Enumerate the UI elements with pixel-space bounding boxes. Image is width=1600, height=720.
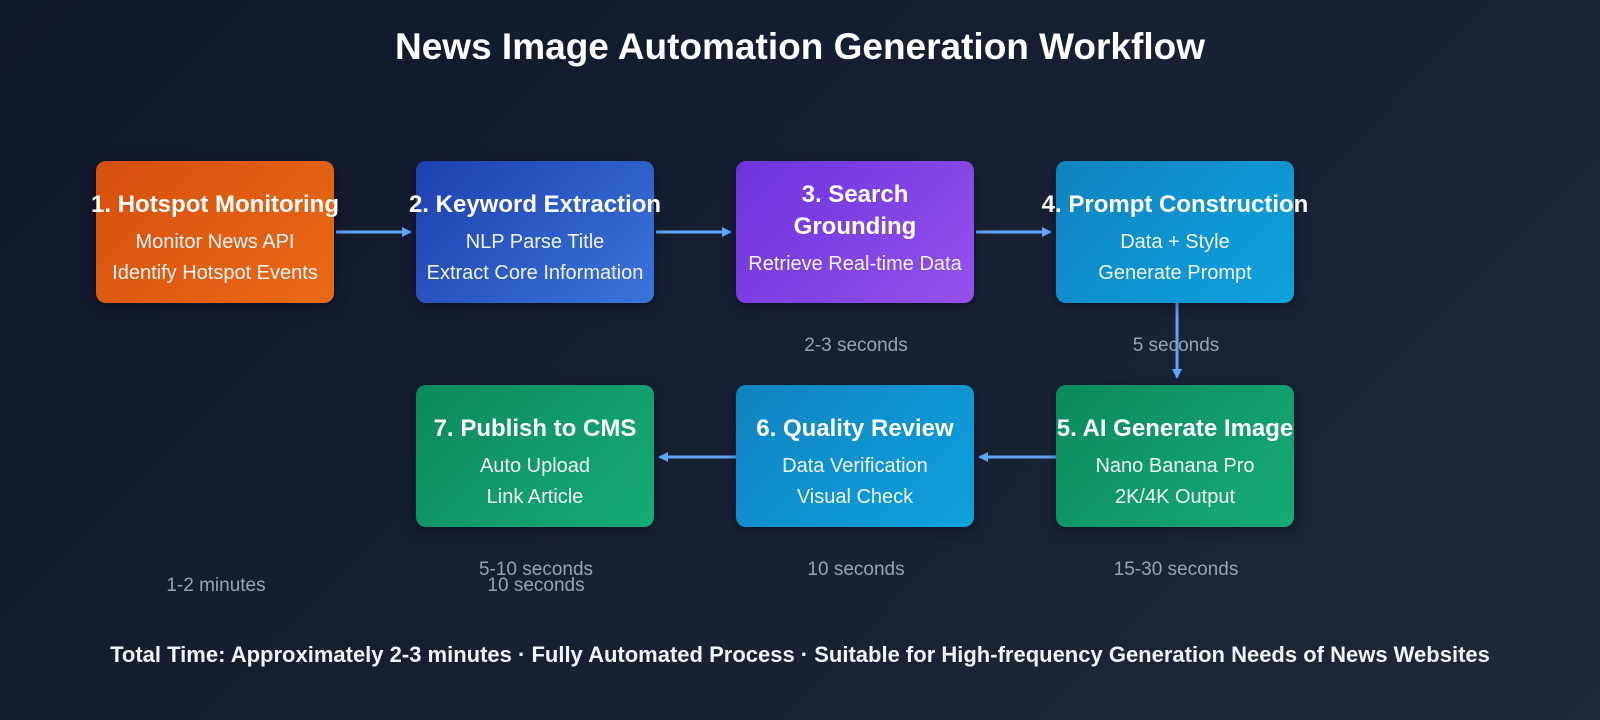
step-hotspot-monitoring: 1. Hotspot Monitoring Monitor News API I…	[91, 161, 339, 303]
timing-label: 5 seconds	[1132, 335, 1220, 356]
footer-summary: Total Time: Approximately 2-3 minutes · …	[110, 642, 1490, 667]
step-search-grounding: 3. Search Grounding Retrieve Real-time D…	[736, 161, 974, 303]
step-title: 1. Hotspot Monitoring	[91, 191, 339, 218]
step-line: Data + Style	[1120, 231, 1230, 253]
step-quality-review: 6. Quality Review Data Verification Visu…	[736, 385, 974, 527]
step-title: 4. Prompt Construction	[1041, 191, 1309, 218]
step-title: 3. Search Grounding	[793, 181, 917, 240]
step-line: Monitor News API	[135, 231, 295, 253]
step-prompt-construction: 4. Prompt Construction Data + Style Gene…	[1042, 161, 1308, 303]
step-title: 7. Publish to CMS	[433, 415, 637, 442]
step-line: Identify Hotspot Events	[112, 262, 318, 284]
timing-label: 10 seconds	[807, 559, 905, 580]
step-title: 5. AI Generate Image	[1056, 415, 1294, 442]
step-line: Auto Upload	[479, 455, 591, 477]
timing-label: 15-30 seconds	[1113, 559, 1239, 580]
timing-label: 2-3 seconds	[804, 335, 908, 356]
step-title: 2. Keyword Extraction	[408, 191, 662, 218]
step-ai-generate-image: 5. AI Generate Image Nano Banana Pro 2K/…	[1056, 385, 1294, 527]
step-line: Data Verification	[782, 455, 928, 477]
timing-label: 1-2 minutes	[166, 575, 266, 596]
step-line: NLP Parse Title	[465, 231, 605, 253]
step-publish-to-cms: 7. Publish to CMS Auto Upload Link Artic…	[416, 385, 654, 527]
step-line: Visual Check	[796, 486, 914, 508]
step-title: 6. Quality Review	[756, 415, 954, 442]
diagram-title: News Image Automation Generation Workflo…	[395, 26, 1205, 67]
step-keyword-extraction: 2. Keyword Extraction NLP Parse Title Ex…	[409, 161, 661, 303]
timing-label: 10 seconds	[487, 575, 585, 596]
step-line: 2K/4K Output	[1114, 486, 1236, 508]
timing-label: 5-10 seconds	[478, 559, 594, 580]
step-line: Extract Core Information	[426, 262, 644, 284]
step-line: Generate Prompt	[1098, 262, 1252, 284]
step-line: Retrieve Real-time Data	[748, 253, 962, 275]
step-line: Link Article	[486, 486, 584, 508]
step-line: Nano Banana Pro	[1095, 455, 1255, 477]
